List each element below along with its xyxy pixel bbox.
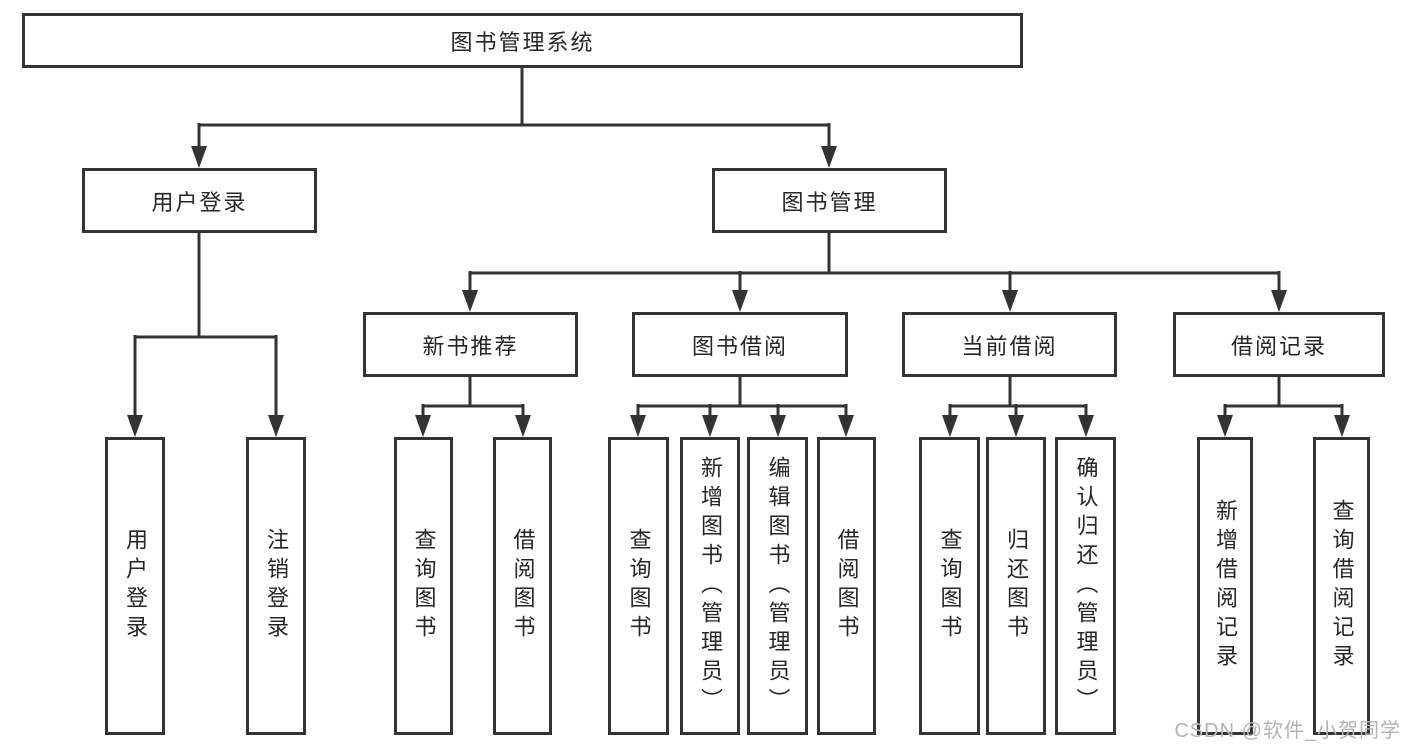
leaf-cb-confirm-return-admin: 确认归还（管理员） [1055, 437, 1116, 735]
leaf-label: 新增借阅记录 [1213, 499, 1238, 673]
leaf-br-add-record: 新增借阅记录 [1197, 437, 1253, 735]
leaf-nbr-borrow-book: 借阅图书 [493, 437, 552, 735]
leaf-label: 查询图书 [411, 528, 437, 644]
leaf-label: 查询借阅记录 [1329, 499, 1355, 673]
leaf-bb-add-book-admin: 新增图书（管理员） [680, 437, 740, 735]
leaf-logout: 注销登录 [246, 437, 306, 735]
leaf-label: 编辑图书（管理员） [765, 455, 791, 717]
leaf-br-query-record: 查询借阅记录 [1313, 437, 1370, 735]
node-user-login: 用户登录 [82, 168, 317, 233]
node-borrow-records: 借阅记录 [1173, 312, 1385, 377]
leaf-label: 注销登录 [264, 528, 289, 644]
leaf-user-login: 用户登录 [105, 437, 165, 735]
node-new-book-recommend: 新书推荐 [363, 312, 578, 377]
leaf-label: 归还图书 [1004, 528, 1029, 644]
leaf-label: 新增图书（管理员） [698, 455, 723, 717]
leaf-label: 用户登录 [123, 528, 148, 644]
leaf-cb-query-book: 查询图书 [919, 437, 980, 735]
node-current-borrow: 当前借阅 [902, 312, 1117, 377]
node-root-library-system: 图书管理系统 [22, 13, 1023, 68]
leaf-label: 查询图书 [626, 528, 652, 644]
leaf-nbr-query-book: 查询图书 [394, 437, 453, 735]
leaf-bb-borrow-book: 借阅图书 [817, 437, 876, 735]
leaf-label: 确认归还（管理员） [1073, 455, 1099, 717]
leaf-cb-return-book: 归还图书 [986, 437, 1046, 735]
leaf-label: 借阅图书 [834, 528, 860, 644]
leaf-bb-query-book: 查询图书 [608, 437, 669, 735]
leaf-label: 借阅图书 [510, 528, 536, 644]
leaf-label: 查询图书 [937, 528, 963, 644]
node-book-borrow: 图书借阅 [632, 312, 848, 377]
csdn-watermark: CSDN @软件_小贺同学 [1174, 720, 1401, 742]
node-book-management: 图书管理 [712, 168, 947, 233]
leaf-bb-edit-book-admin: 编辑图书（管理员） [747, 437, 808, 735]
